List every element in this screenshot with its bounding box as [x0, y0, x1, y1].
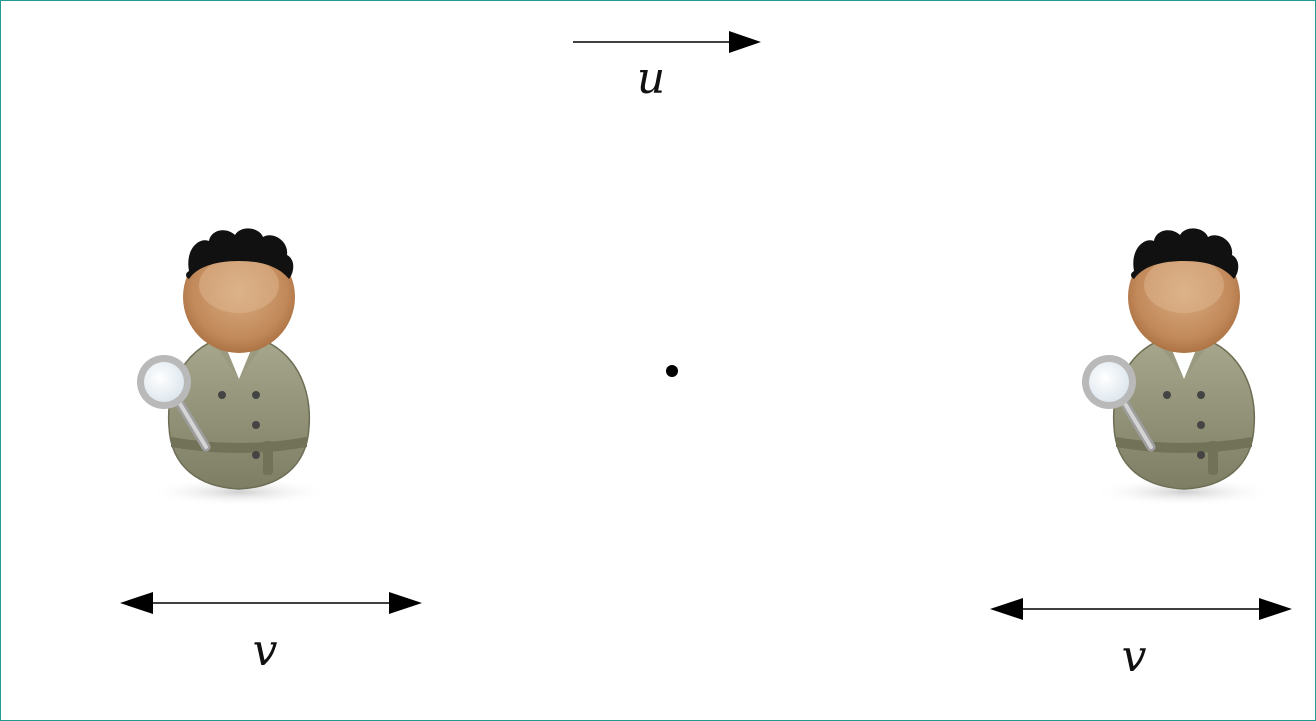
- object-velocity-label: u: [636, 53, 666, 104]
- left-observer-velocity-arrow: [120, 592, 422, 614]
- right-observer-detective-icon: [1082, 228, 1276, 506]
- object-velocity-arrow: [573, 31, 761, 53]
- left-observer-velocity-label: v: [252, 625, 278, 676]
- right-observer-velocity-label: v: [1121, 631, 1147, 682]
- left-observer-detective-icon: [137, 228, 331, 506]
- right-observer-velocity-arrow: [990, 598, 1292, 620]
- object-dot-icon: [666, 365, 678, 377]
